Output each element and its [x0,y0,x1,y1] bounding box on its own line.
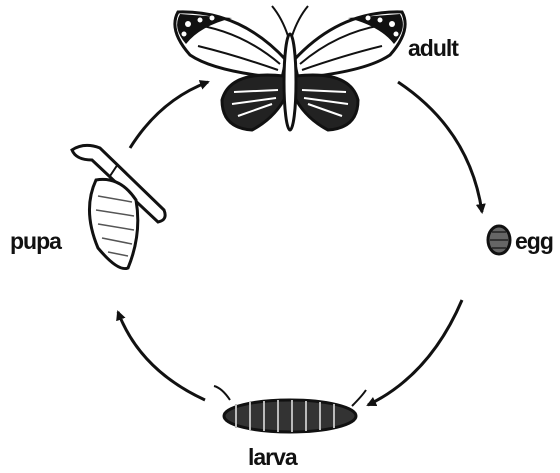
arrow-larva-to-pupa [118,312,205,400]
egg-icon [488,226,510,254]
egg-label: egg [515,230,553,253]
adult-label: adult [408,37,458,60]
pupa-label: pupa [10,230,61,253]
arrow-pupa-to-adult [130,82,208,148]
larva-label: larva [248,446,297,469]
caterpillar-icon [214,386,366,432]
chrysalis-icon [72,145,165,268]
arrow-adult-to-egg [398,82,482,212]
arrow-egg-to-larva [368,300,462,405]
butterfly-icon [175,6,405,130]
